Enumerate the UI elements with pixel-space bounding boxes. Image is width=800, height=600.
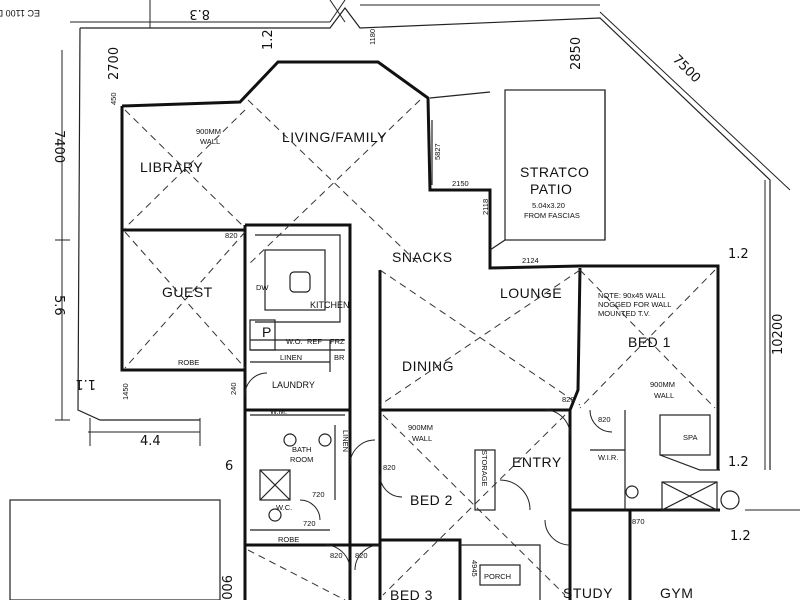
room-entry: ENTRY xyxy=(512,454,562,470)
patio-fascia-note: FROM FASCIAS xyxy=(524,211,580,220)
ceiling-diagonals xyxy=(124,99,716,600)
note-wall-900-1a: 900MM xyxy=(196,127,221,136)
note-wall-900-1b: WALL xyxy=(200,137,220,146)
dim-2124: 2124 xyxy=(522,256,539,265)
dim-7400: 7400 xyxy=(51,130,66,163)
room-linen-vertical: LINEN xyxy=(341,430,350,452)
left-site-boundary xyxy=(77,27,200,421)
note-linen-h: LINEN xyxy=(280,353,302,362)
dim-1-2-b: 1.2 xyxy=(728,247,749,262)
room-laundry: LAUNDRY xyxy=(272,380,315,390)
room-storage: STORAGE xyxy=(480,450,489,487)
dim-1-2-a: 1.2 xyxy=(261,29,276,50)
garage-outline xyxy=(9,499,221,600)
dim-6: 6 xyxy=(225,459,233,474)
plan-notes: 900MM WALL 900MM WALL 900MM WALL NOTE: 9… xyxy=(178,127,675,544)
dim-820-c: 820 xyxy=(562,395,575,404)
dim-820-a: 820 xyxy=(225,231,238,240)
note-wall-900-3b: WALL xyxy=(654,391,674,400)
room-bathroom-line2: ROOM xyxy=(290,455,313,464)
dim-2150: 2150 xyxy=(452,179,469,188)
dim-5-6: 5.6 xyxy=(51,295,66,316)
note-dw: DW xyxy=(256,283,269,292)
room-bed1: BED 1 xyxy=(628,334,671,350)
dim-8-3: 8.3 xyxy=(189,6,210,21)
dim-820-e: 820 xyxy=(330,551,343,560)
dimension-lines xyxy=(55,0,800,511)
note-robe-2: ROBE xyxy=(278,535,299,544)
internal-partitions xyxy=(250,91,626,600)
note-wm: W.M. xyxy=(270,407,287,416)
dim-2118: 2118 xyxy=(481,199,490,215)
note-wall-900-2a: 900MM xyxy=(408,423,433,432)
room-bed3: BED 3 xyxy=(390,587,433,600)
dim-820-f: 820 xyxy=(355,551,368,560)
room-wc: W.C. xyxy=(276,503,292,512)
note-wall-900-3a: 900MM xyxy=(650,380,675,389)
room-porch: PORCH xyxy=(484,572,511,581)
note-wo: W.O. xyxy=(286,337,303,346)
dim-1-1: 1.1 xyxy=(75,376,96,391)
room-living-family: LIVING/FAMILY xyxy=(282,129,387,145)
room-study: STUDY xyxy=(563,585,613,600)
room-wir: W.I.R. xyxy=(598,453,618,462)
note-tv-1: NOTE: 90x45 WALL xyxy=(598,291,666,300)
patio-size-note: 5.04x3.20 xyxy=(532,201,565,210)
room-spa: SPA xyxy=(683,433,697,442)
room-gym: GYM xyxy=(660,585,693,600)
dim-2850: 2850 xyxy=(569,37,584,70)
room-patio-line2: PATIO xyxy=(530,181,572,197)
dim-2700: 2700 xyxy=(107,47,122,80)
dim-450: 450 xyxy=(109,92,118,105)
note-ref: REF xyxy=(307,337,322,346)
bath-fixtures xyxy=(259,414,740,522)
room-library: LIBRARY xyxy=(140,159,203,175)
room-labels: LIBRARY LIVING/FAMILY GUEST KITCHEN SNAC… xyxy=(140,129,697,600)
dim-820-d: 820 xyxy=(598,415,611,424)
door-swings xyxy=(244,372,613,571)
note-robe-1: ROBE xyxy=(178,358,199,367)
room-pantry: P xyxy=(262,324,272,340)
dim-4-4: 4.4 xyxy=(140,434,161,449)
dim-1450: 1450 xyxy=(121,383,130,400)
dim-1180: 1180 xyxy=(368,29,377,45)
note-frz: FRZ xyxy=(330,337,345,346)
corner-note: EC 1100 DEC xyxy=(0,8,40,18)
dim-1-2-c: 1.2 xyxy=(728,455,749,470)
dim-5827: 5827 xyxy=(433,143,442,160)
site-boundary xyxy=(80,7,771,470)
room-patio-line1: STRATCO xyxy=(520,164,589,180)
room-guest: GUEST xyxy=(162,284,213,300)
dim-240: 240 xyxy=(229,382,238,395)
dim-4945: 4945 xyxy=(470,560,479,577)
dim-720-a: 720 xyxy=(312,490,325,499)
room-dining: DINING xyxy=(402,358,454,374)
note-tv-2: NOGGED FOR WALL xyxy=(598,300,671,309)
dim-10200: 10200 xyxy=(771,314,786,355)
note-wall-900-2b: WALL xyxy=(412,434,432,443)
dim-720-b: 720 xyxy=(303,519,316,528)
note-tv-3: MOUNTED T.V. xyxy=(598,309,650,318)
room-snacks: SNACKS xyxy=(392,249,453,265)
room-kitchen: KITCHEN xyxy=(310,300,350,310)
room-bathroom-line1: BATH xyxy=(292,445,311,454)
kitchen-fixtures xyxy=(249,234,341,351)
note-br: BR xyxy=(334,353,345,362)
dim-900: 900 xyxy=(218,575,233,600)
dim-870: 870 xyxy=(632,517,645,526)
room-lounge: LOUNGE xyxy=(500,285,562,301)
room-bed2: BED 2 xyxy=(410,492,453,508)
dim-820-b: 820 xyxy=(383,463,396,472)
dim-1-2-d: 1.2 xyxy=(730,529,751,544)
